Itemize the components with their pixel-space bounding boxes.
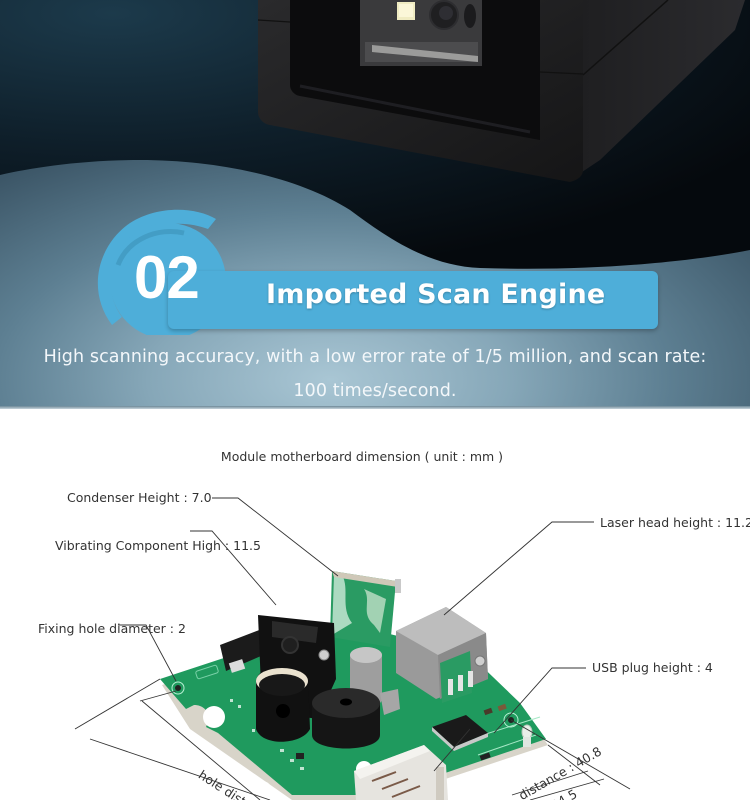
- callout-fixing-hole: Fixing hole diameter : 2: [38, 621, 186, 636]
- badge-title-bar: [168, 271, 658, 329]
- pcb-module-image: [74, 497, 631, 800]
- subtitle-line-1: High scanning accuracy, with a low error…: [43, 347, 707, 367]
- callout-laser-head-height: Laser head height : 11.2: [600, 515, 750, 530]
- laser-head-component: [396, 607, 488, 703]
- diagram-title: Module motherboard dimension ( unit : mm…: [220, 449, 504, 464]
- banner-background: [0, 0, 750, 269]
- vibrating-component: [220, 615, 336, 742]
- section-number: 02: [134, 244, 200, 311]
- section-badge: 02 Imported Scan Engine: [88, 205, 668, 335]
- callout-condenser-height: Condenser Height : 7.0: [67, 490, 212, 505]
- hero-banner: 02 Imported Scan Engine High scanning ac…: [0, 0, 750, 408]
- subtitle-line-2: 100 times/second.: [293, 381, 457, 401]
- dimension-diagram: Module motherboard dimension ( unit : mm…: [0, 409, 750, 800]
- section-title: Imported Scan Engine: [266, 279, 606, 310]
- led-component: [521, 724, 533, 747]
- scanner-device-image: [257, 0, 745, 182]
- banner-divider: [0, 406, 750, 409]
- callout-usb-plug-height: USB plug height : 4: [592, 660, 713, 675]
- sensor-daughter-board: [330, 571, 401, 647]
- usb-port: [354, 745, 448, 800]
- callout-vibrating-component: Vibrating Component High : 11.5: [55, 538, 261, 553]
- smd-components: [228, 659, 507, 761]
- ic-chip: [432, 715, 488, 751]
- callout-leader-lines: [74, 497, 631, 800]
- buzzer-component: [312, 688, 380, 749]
